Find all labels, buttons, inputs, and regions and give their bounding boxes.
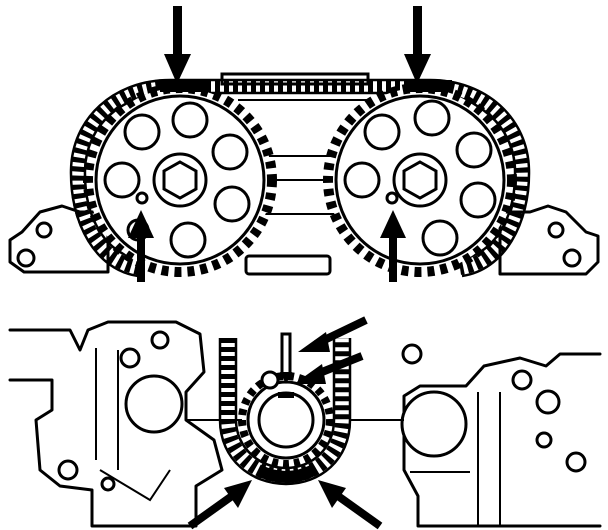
left-cam-bolt-icon	[162, 160, 198, 200]
bolt-hole-icon	[535, 389, 561, 415]
center-slot	[244, 254, 332, 276]
crank-timing-mark-icon	[260, 370, 280, 390]
lower-assembly	[8, 316, 602, 530]
left-engine-block	[8, 320, 250, 528]
bolt-hole-icon	[401, 343, 423, 365]
arrow-down-right-icon	[404, 6, 431, 84]
left-camshaft-sprocket	[83, 83, 277, 277]
crank-colored-link-marker	[255, 464, 317, 483]
arrow-up-right-icon	[380, 210, 406, 282]
upper-timing-chain	[70, 79, 530, 275]
right-colored-link-marker	[404, 80, 452, 92]
arrow-pointer-upper-icon	[298, 316, 368, 352]
bolt-hole-icon	[511, 369, 533, 391]
arrow-link-right-icon	[318, 480, 383, 530]
crank-key-icon	[278, 392, 294, 398]
bolt-hole-icon	[119, 347, 141, 369]
bolt-hole-icon	[57, 459, 79, 481]
left-colored-link-marker	[160, 80, 208, 92]
right-mount-bracket	[498, 204, 600, 276]
timing-pointer	[280, 332, 292, 384]
upper-assembly	[8, 6, 600, 282]
arrow-pointer-lower-icon	[294, 352, 364, 384]
bolt-hole-icon	[565, 451, 587, 473]
right-engine-block	[350, 343, 602, 528]
arrow-link-left-icon	[187, 480, 252, 530]
right-camshaft-sprocket	[323, 83, 517, 277]
left-block-boss	[124, 374, 184, 434]
right-bracket-bolt-icon	[562, 248, 582, 268]
right-cam-bolt-icon	[402, 160, 438, 200]
crankshaft-sprocket	[238, 370, 334, 468]
right-block-boss	[400, 390, 468, 458]
bolt-hole-icon	[150, 330, 170, 350]
bolt-hole-icon	[100, 476, 116, 492]
left-bracket-bolt-icon	[35, 221, 53, 239]
arrow-up-left-icon	[128, 210, 154, 282]
arrow-down-left-icon	[164, 6, 191, 84]
bolt-hole-icon	[535, 431, 553, 449]
right-bracket-bolt-icon	[547, 221, 565, 239]
left-timing-mark-icon	[135, 191, 149, 205]
right-timing-mark-icon	[385, 191, 399, 205]
left-bracket-bolt-icon	[16, 248, 36, 268]
